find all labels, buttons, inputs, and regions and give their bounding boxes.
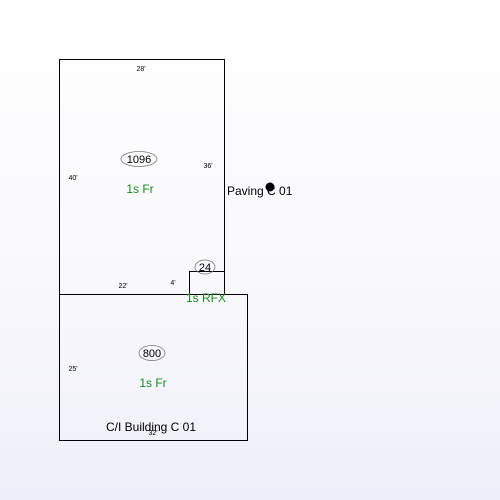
small-area-value: 24 [199, 262, 211, 274]
main-use-label: 1s Fr [126, 182, 153, 196]
lower-area-value: 800 [143, 348, 161, 360]
main-area-oval [120, 151, 158, 167]
main-dim-bottom: 22' [118, 283, 127, 290]
small-section-outline [189, 271, 225, 295]
small-use-label: 1s RFX [186, 291, 226, 305]
main-section-outline [59, 59, 225, 295]
main-dim-left: 40' [68, 175, 77, 182]
main-dim-right: 36' [203, 163, 212, 170]
lower-dim-bottom: 32' [148, 430, 157, 437]
small-area-oval [194, 259, 216, 275]
lower-section-outline [59, 294, 248, 441]
main-dim-top: 28' [136, 66, 145, 73]
building-label: C/I Building C 01 [106, 420, 196, 434]
paving-point-marker [265, 182, 275, 192]
lower-use-label: 1s Fr [139, 376, 166, 390]
main-dim-notch: 4' [170, 280, 175, 287]
main-area-value: 1096 [127, 154, 151, 166]
lower-area-oval [138, 345, 166, 361]
paving-label: Paving C 01 [227, 184, 293, 198]
lower-dim-left: 25' [68, 366, 77, 373]
